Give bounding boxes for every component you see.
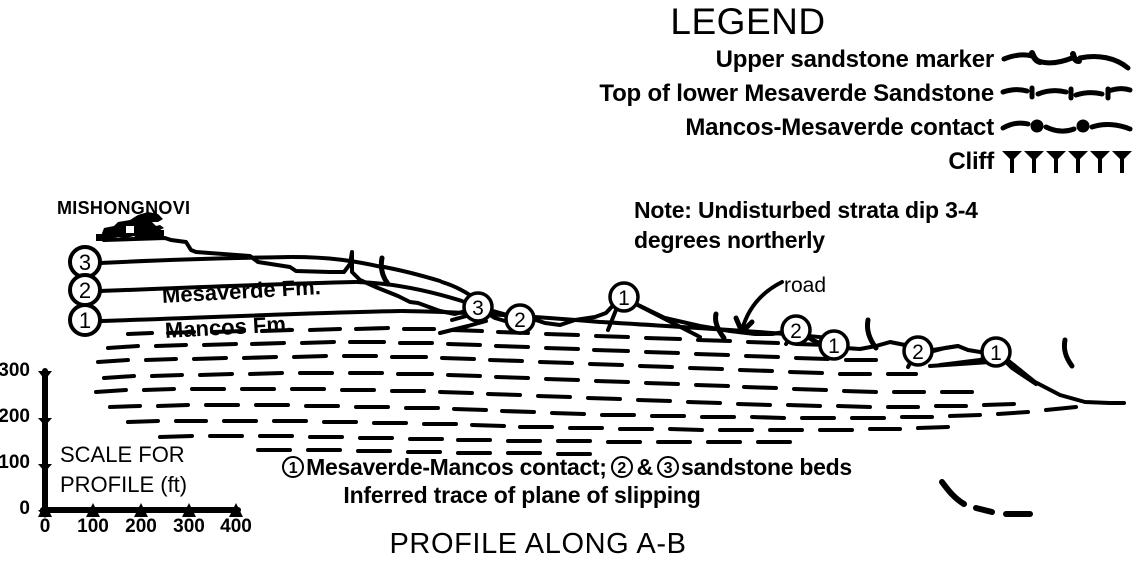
legend: LEGEND Upper sandstone marker Top of low… [480,2,1134,178]
svg-text:2: 2 [790,320,802,343]
scarp-strokes [378,255,1075,369]
figure-caption-line-2: Inferred trace of plane of slipping [343,482,701,508]
legend-item-top-lower-mesaverde-sandstone: Top of lower Mesaverde Sandstone [480,77,1134,110]
svg-text:3: 3 [472,297,484,320]
scale-x-tick-label-100: 100 [77,516,109,537]
legend-item-upper-sandstone-marker: Upper sandstone marker [480,43,1134,76]
cliff-hachure-icon [1000,147,1134,177]
svg-text:1: 1 [990,342,1002,365]
scale-x-tick-label-200: 200 [125,516,157,537]
caption-ampersand: & [636,453,654,480]
top-lower-mesaverde-sandstone-icon [1000,80,1134,108]
shale-row [256,448,592,456]
shale-row [108,403,1078,420]
legend-item-label: Upper sandstone marker [715,45,995,73]
legend-item-label: Mancos-Mesaverde contact [685,113,994,141]
scale-x-ticks [38,503,243,517]
bed-marker: 1 [68,303,102,337]
legend-item-label: Top of lower Mesaverde Sandstone [599,79,994,107]
caption-text-part-1: Mesaverde-Mancos contact; [306,453,607,480]
scale-y-tick-label-300: 300 [0,360,30,381]
legend-item-mancos-mesaverde-contact: Mancos-Mesaverde contact [480,111,1134,144]
mancos-shale-bedding-dashes [94,326,1078,456]
caption-marker-1: 1 [282,456,305,478]
svg-text:1: 1 [618,287,630,310]
profile-title: PROFILE ALONG A-B [389,528,687,560]
legend-item-cliff: Cliff [480,145,1134,178]
svg-text:1: 1 [828,335,840,358]
scale-y-tick-label-200: 200 [0,406,30,427]
scale-y-tick-label-0: 0 [19,498,30,519]
shale-row [158,434,792,444]
scale-y-tick-label-100: 100 [0,452,30,473]
bed-marker: 2 [504,303,536,335]
bed-marker: 3 [462,291,494,323]
note-line-1: Note: Undisturbed strata dip 3-4 [634,197,978,223]
svg-text:2: 2 [514,309,526,332]
shale-row [96,354,918,376]
svg-text:2: 2 [79,278,91,303]
bed-marker: 1 [818,329,850,361]
upper-sandstone-marker-icon [1000,46,1134,74]
village-label: MISHONGNOVI [57,198,191,218]
mishongnovi-village-silhouette [96,209,164,241]
bed-marker: 2 [780,314,812,346]
scale-bar-axes [38,368,243,518]
shale-row [102,371,974,394]
caption-marker-2: 2 [610,456,633,478]
shale-row [106,340,878,362]
legend-item-label: Cliff [948,147,994,175]
bed-marker: 2 [902,335,934,367]
scale-caption-line-2: PROFILE (ft) [60,472,188,497]
inferred-trace-sample-icon [939,479,1033,517]
bed-marker: 2 [68,273,102,307]
caption-marker-3: 3 [656,456,679,478]
mancos-mesaverde-contact-icon [1000,114,1134,142]
svg-text:1: 1 [79,308,91,333]
note-line-2: degrees northerly [634,227,825,253]
shale-row [94,387,1016,409]
scale-x-tick-label-400: 400 [220,516,252,537]
shale-row [126,419,950,432]
svg-text:3: 3 [79,250,91,275]
bed-marker: 1 [608,281,640,313]
scale-caption: SCALE FOR PROFILE (ft) [60,440,187,500]
road-label: road [784,274,827,297]
scale-x-tick-label-300: 300 [173,516,205,537]
svg-text:2: 2 [912,341,924,364]
scale-x-tick-label-0: 0 [39,516,51,537]
legend-title: LEGEND [670,1,826,42]
strata-dip-note: Note: Undisturbed strata dip 3-4 degrees… [634,195,1094,255]
figure-caption-line-1: 1 Mesaverde-Mancos contact; 2 & 3 sandst… [0,452,1134,481]
bed-marker: 3 [68,245,102,279]
scale-caption-line-1: SCALE FOR [60,442,185,467]
caption-text-part-2: sandstone beds [680,453,852,480]
bed-marker: 1 [980,336,1012,368]
road-leader-arrow [733,280,784,335]
